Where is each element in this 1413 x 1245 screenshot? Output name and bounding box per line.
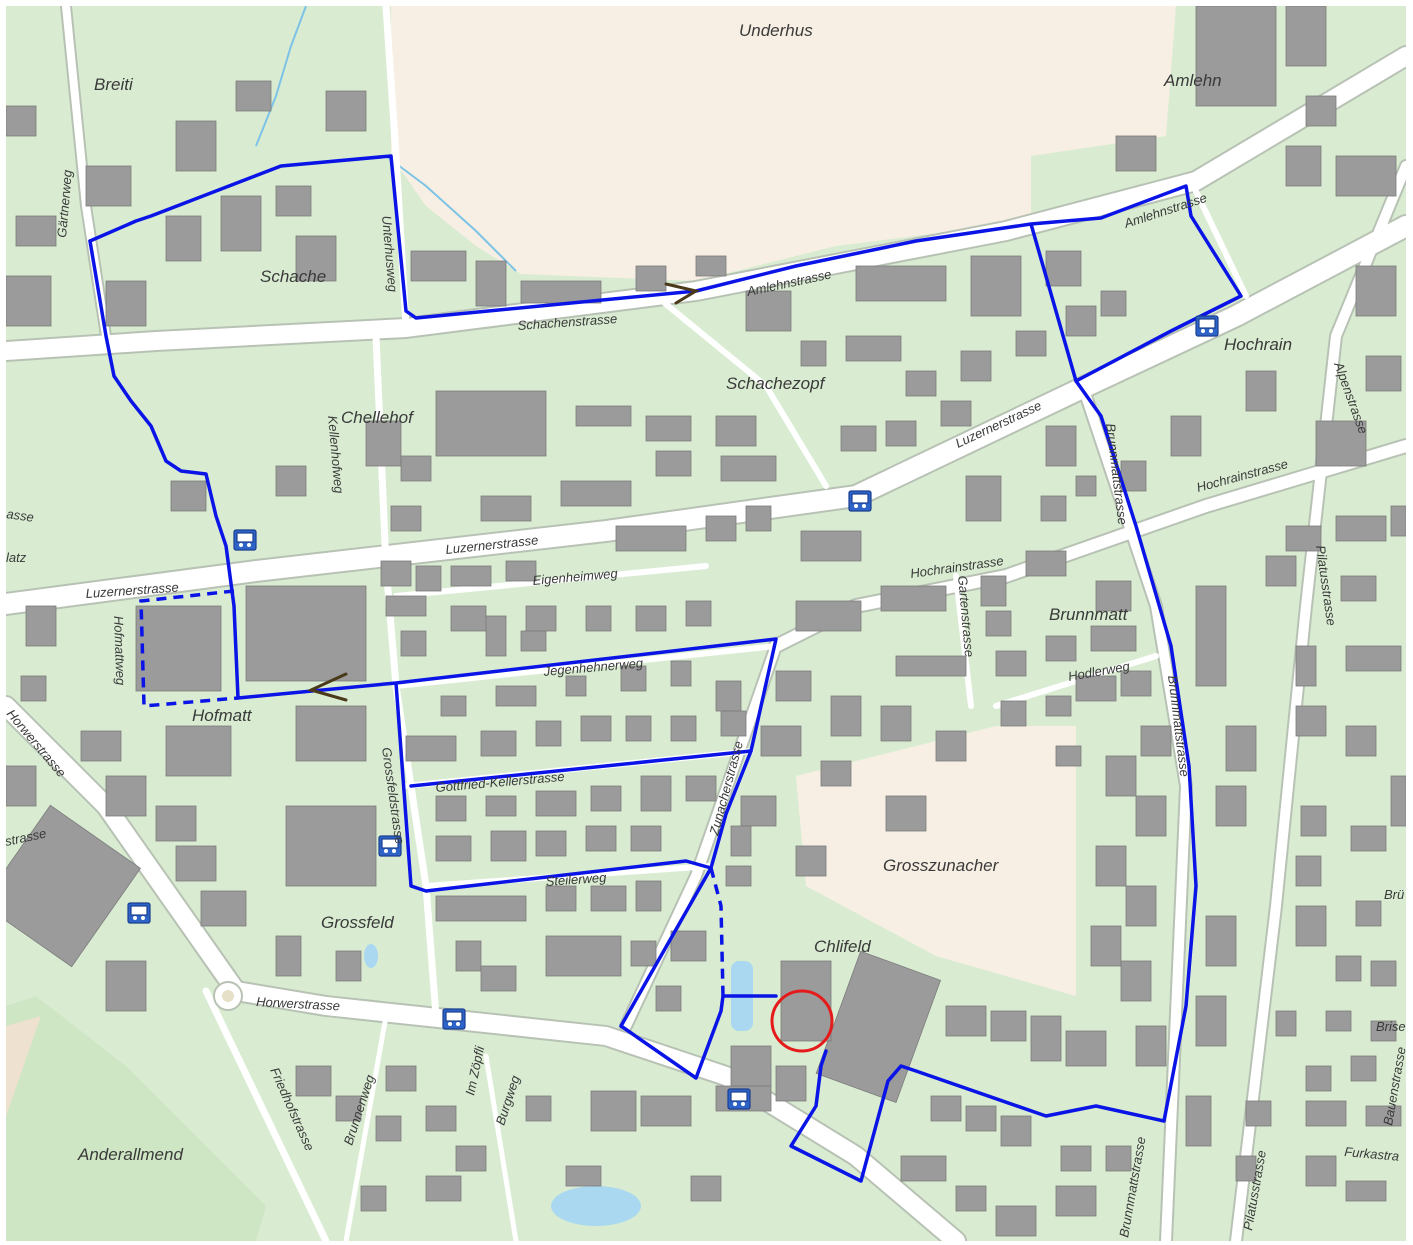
route-dashed <box>139 589 725 997</box>
place-labels: Underhus Breiti Schache Amlehn Hochrain … <box>77 21 1292 1164</box>
street-kellenhofweg: Kellenhofweg <box>325 415 347 495</box>
place-brunnmatt: Brunnmatt <box>1049 605 1129 624</box>
field-grosszunacher <box>796 726 1076 996</box>
street-gartenstrasse: Gartenstrasse <box>955 575 977 658</box>
street-brisen: Brise <box>1376 1019 1406 1034</box>
street-steilerweg: Steilerweg <box>545 870 607 889</box>
place-hofmatt: Hofmatt <box>192 706 253 725</box>
street-eigenheimweg: Eigenheimweg <box>532 566 619 588</box>
pond-grossfeld <box>364 944 378 968</box>
place-grossfeld: Grossfeld <box>321 913 394 932</box>
map-canvas: Underhus Breiti Schache Amlehn Hochrain … <box>6 6 1406 1241</box>
place-grosszunacher: Grosszunacher <box>883 856 1000 875</box>
street-horwerstrasse-2: Horwerstrasse <box>256 994 340 1013</box>
pond-south <box>551 1186 641 1226</box>
street-bru: Brü <box>1384 887 1404 902</box>
place-hochrain: Hochrain <box>1224 335 1292 354</box>
street-furkastrasse: Furkastra <box>1344 1144 1400 1164</box>
place-breiti: Breiti <box>94 75 134 94</box>
street-unterhusweg: Unterhusweg <box>379 215 401 293</box>
street-latz: latz <box>6 550 27 565</box>
field-underhus <box>391 6 1176 281</box>
place-amlehn: Amlehn <box>1163 71 1222 90</box>
street-hofmattweg: Hofmattweg <box>111 616 128 687</box>
sand-strip <box>6 1016 41 1116</box>
buildings <box>6 6 1406 1237</box>
place-underhus: Underhus <box>739 21 813 40</box>
route-lines <box>88 154 1243 1183</box>
field-anderallmend <box>6 996 266 1241</box>
bus-stop-icon[interactable] <box>127 315 1219 1110</box>
street-schachenstrasse: Schachenstrasse <box>517 311 618 333</box>
place-schachezopf: Schachezopf <box>726 374 827 393</box>
map-view[interactable]: Underhus Breiti Schache Amlehn Hochrain … <box>6 6 1406 1241</box>
street-luzernerstrasse-2: Luzernerstrasse <box>85 580 179 601</box>
place-chellehof: Chellehof <box>341 408 415 427</box>
stream <box>255 6 517 272</box>
place-chlifeld: Chlifeld <box>814 937 871 956</box>
street-gaertnerweg: Gärtnerweg <box>54 169 75 239</box>
place-anderallmend: Anderallmend <box>77 1145 183 1164</box>
target-circle-icon[interactable] <box>770 989 834 1053</box>
street-asse: asse <box>6 506 35 525</box>
direction-arrow-icon <box>306 282 700 702</box>
place-schache: Schache <box>260 267 326 286</box>
